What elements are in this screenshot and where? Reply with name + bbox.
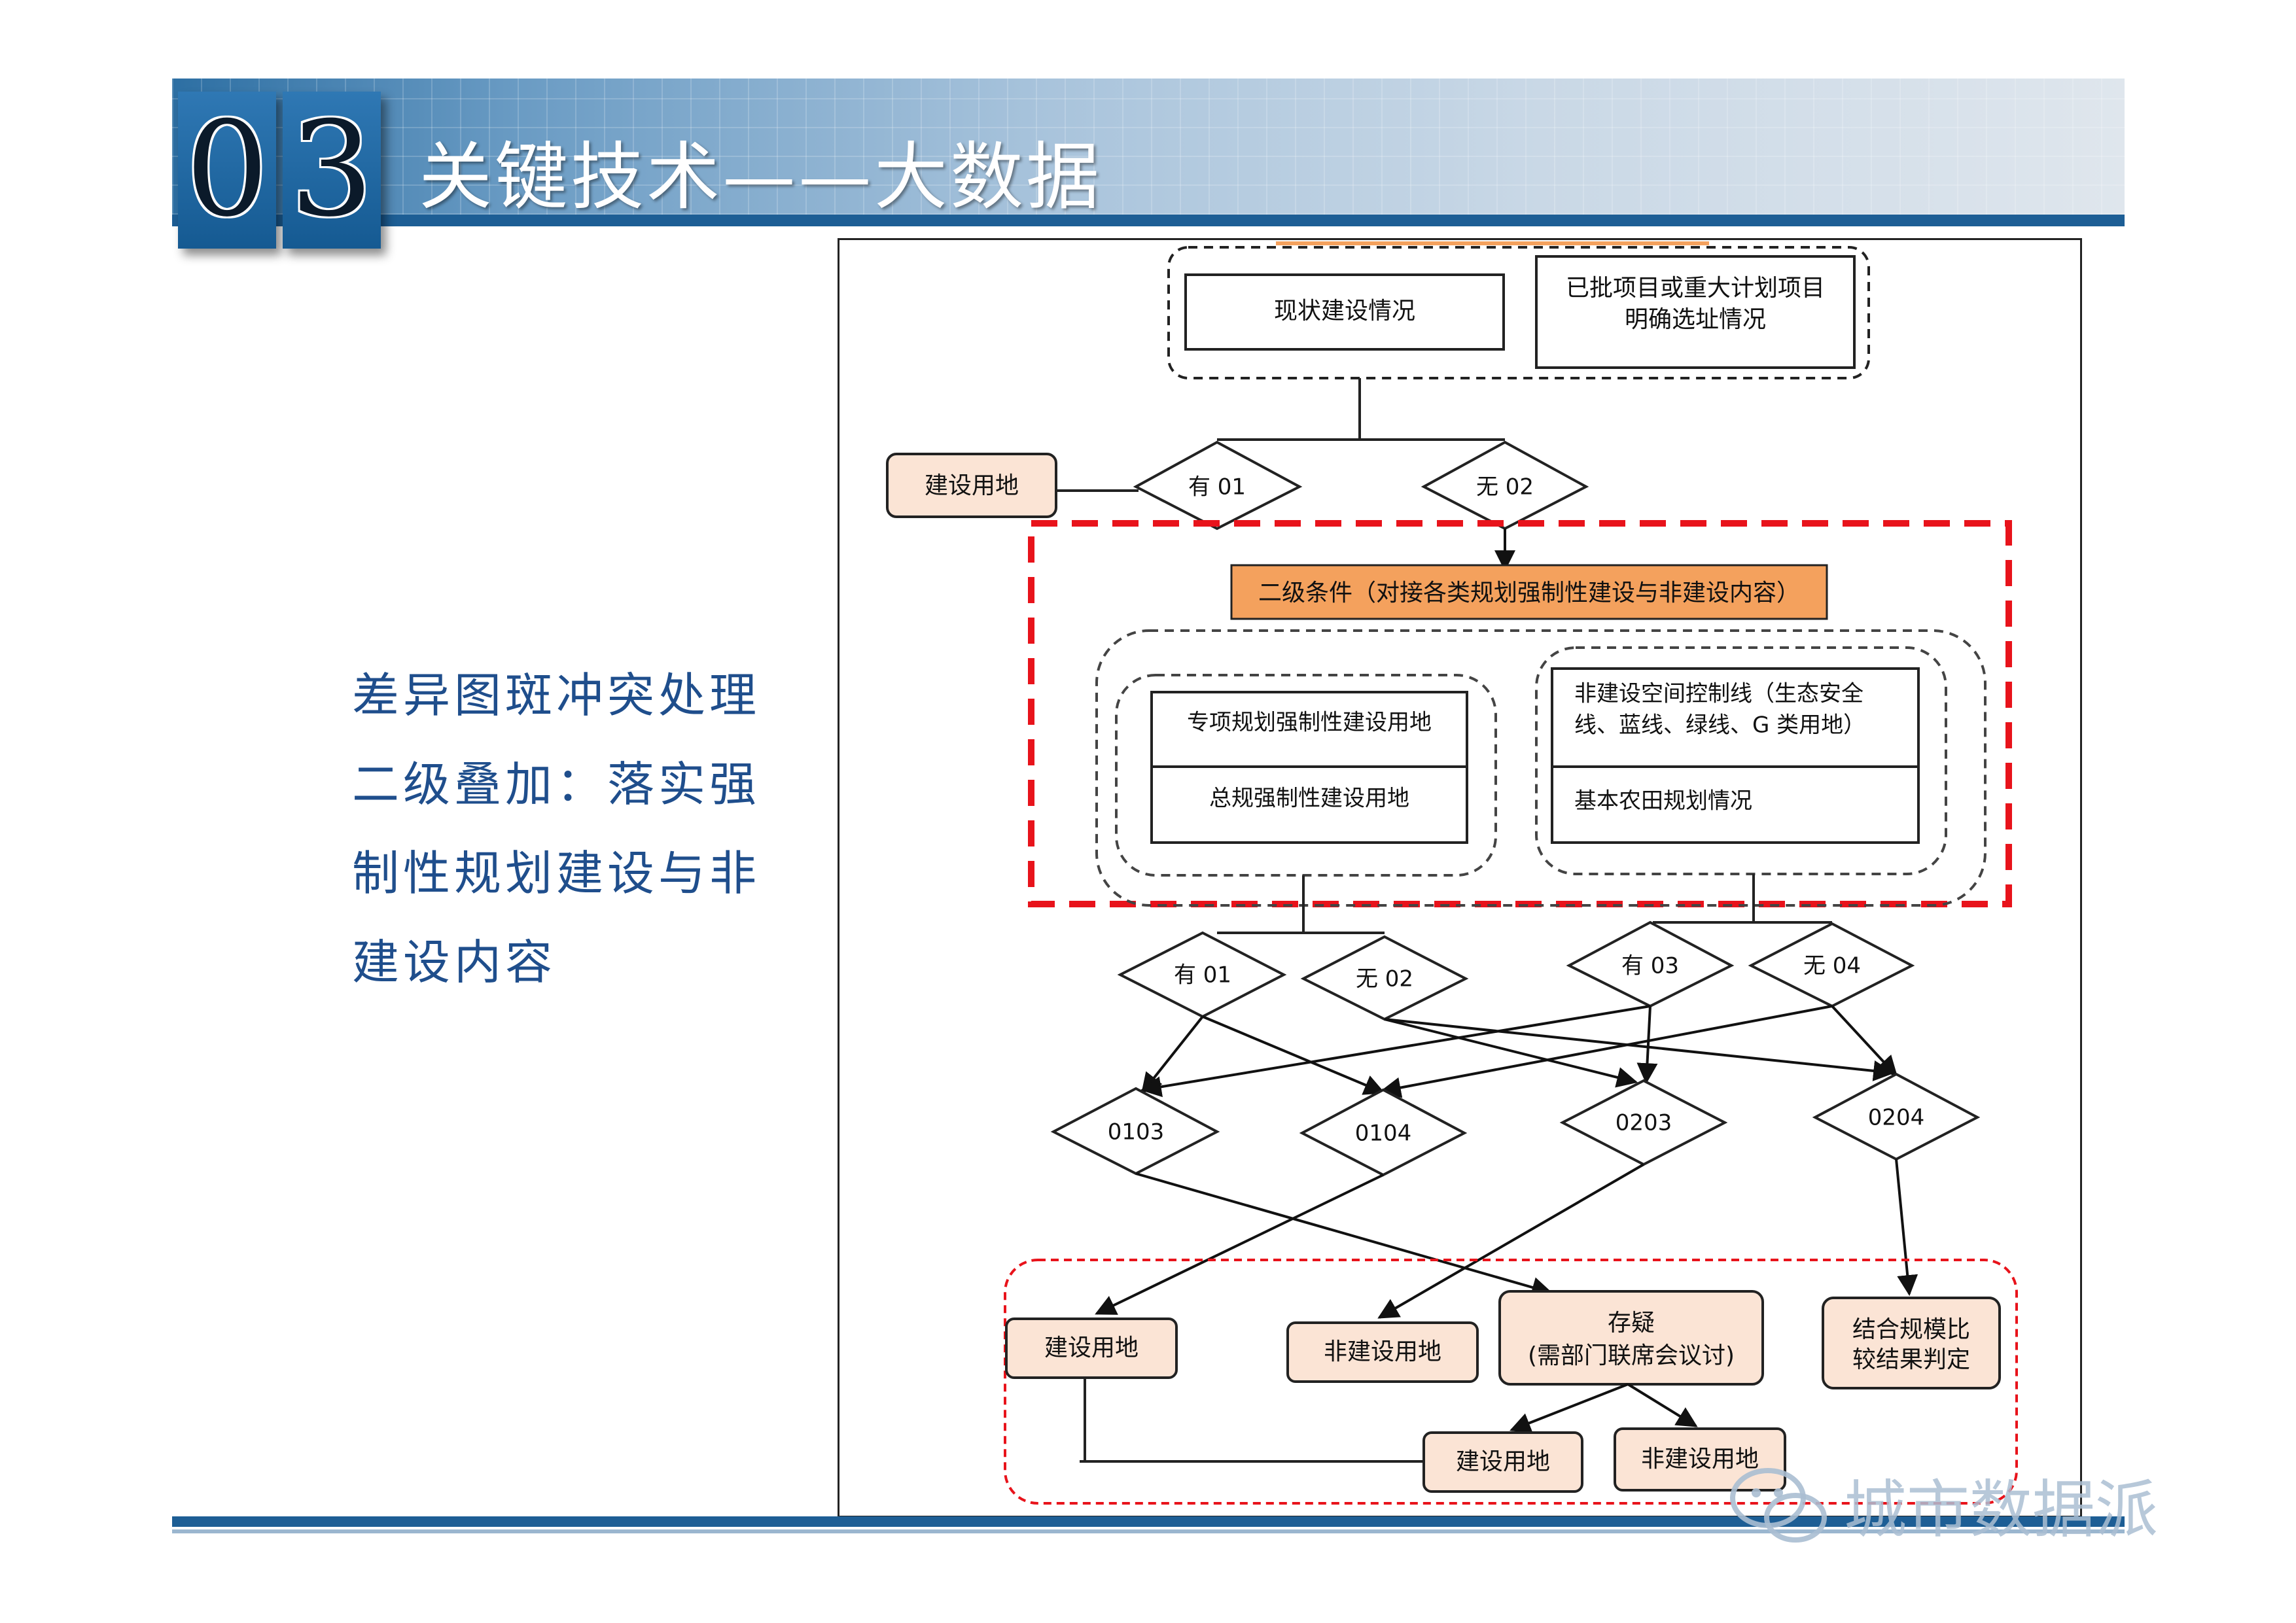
diamond-row2-wu-02-label: 无 02 <box>1356 966 1413 992</box>
bottom-nonbuild-box <box>1614 1427 1786 1492</box>
description-line-2: 二级叠加：落实强 <box>352 757 761 812</box>
right-dashed-group <box>1535 646 1947 875</box>
diamond-you-01 <box>1133 440 1303 531</box>
description-line-4: 建设内容 <box>352 935 557 990</box>
banner-grid-pattern <box>172 79 2125 215</box>
box-left-top-label: 专项规划强制性建设用地 <box>1187 710 1432 736</box>
diamond-row2-you-03-label: 有 03 <box>1621 953 1679 979</box>
arrow-0203-nonbuild <box>1377 1163 1645 1319</box>
diamond-0104-label: 0104 <box>1355 1121 1412 1147</box>
arrow-0104-build <box>1095 1174 1384 1315</box>
section-number-digit-2: 3 <box>283 92 381 249</box>
result-doubt-label-2: (需部门联席会议讨) <box>1528 1342 1735 1369</box>
result-nonbuild-label: 非建设用地 <box>1324 1338 1441 1365</box>
arrow-0204-compare <box>1895 1159 1918 1297</box>
result-build-label: 建设用地 <box>1044 1335 1139 1361</box>
diamond-0203-label: 0203 <box>1616 1110 1672 1136</box>
bottom-build-label: 建设用地 <box>1456 1448 1550 1475</box>
description-line-3: 制性规划建设与非 <box>352 846 761 901</box>
result-nonbuild-box <box>1286 1321 1479 1383</box>
result-compare-box <box>1822 1297 2001 1389</box>
arrow-doubt-build <box>1510 1383 1629 1433</box>
box-left-bottom-label: 总规强制性建设用地 <box>1209 786 1409 812</box>
result-compare-label-1: 结合规模比 <box>1852 1316 1970 1343</box>
box-approved-projects-line1: 已批项目或重大计划项目 <box>1566 275 1825 302</box>
top-dashed-group <box>1167 246 1870 379</box>
result-doubt-box <box>1498 1290 1764 1386</box>
result-doubt-label-1: 存疑 <box>1608 1310 1655 1336</box>
box-land-build-top-label: 建设用地 <box>925 472 1019 499</box>
box-current-construction <box>1184 273 1505 351</box>
outer-dashed-group <box>1095 629 1987 907</box>
arrow-you03-0103 <box>1140 1005 1651 1098</box>
diamond-row2-wu-04-label: 无 04 <box>1803 953 1861 979</box>
footer-bar-light <box>172 1529 2125 1533</box>
watermark: 城市数据派 <box>1727 1459 2238 1550</box>
box-approved-projects-line2: 明确选址情况 <box>1625 306 1766 333</box>
box-right-bottom-label: 基本农田规划情况 <box>1574 788 1752 814</box>
bottom-nonbuild-label: 非建设用地 <box>1641 1446 1759 1473</box>
wechat-icon <box>1730 1468 1827 1543</box>
box-secondary-condition-label: 二级条件（对接各类规划强制性建设与非建设内容） <box>1258 580 1800 606</box>
arrow-wu04-0204 <box>1831 1005 1898 1077</box>
description-line-1: 差异图斑冲突处理 <box>352 668 761 723</box>
arrow-you03-0203 <box>1636 1005 1658 1085</box>
arrow-you01-0104 <box>1202 1015 1385 1095</box>
diamond-wu-02-label: 无 02 <box>1476 474 1534 500</box>
box-land-build-top <box>886 453 1057 518</box>
watermark-text: 城市数据派 <box>1844 1473 2158 1546</box>
box-current-construction-label: 现状建设情况 <box>1274 298 1415 324</box>
diamond-0103-label: 0103 <box>1108 1119 1165 1145</box>
page-title: 关键技术——大数据 <box>419 135 1102 220</box>
result-compare-label-2: 较结果判定 <box>1852 1346 1970 1373</box>
box-right-top-label-2: 线、蓝线、绿线、G 类用地） <box>1574 712 1865 739</box>
arrow-wu02-0204 <box>1384 1018 1895 1081</box>
arrow-wu02-0203 <box>1384 1018 1638 1088</box>
header-underline <box>172 215 2125 226</box>
left-dashed-group <box>1115 674 1497 877</box>
box-right-nonbuild <box>1551 667 1920 844</box>
diamond-row2-you-01-label: 有 01 <box>1174 962 1231 988</box>
diamond-0204-label: 0204 <box>1868 1105 1925 1131</box>
diamond-you-01-label: 有 01 <box>1188 474 1246 500</box>
bottom-build-box <box>1422 1431 1583 1493</box>
result-build-box <box>1005 1318 1178 1379</box>
section-number-digit-1: 0 <box>178 92 276 249</box>
footer-bar <box>172 1516 2125 1527</box>
arrow-wu04-0104 <box>1379 1005 1833 1098</box>
results-dashed-region <box>1004 1259 2018 1505</box>
arrow-0103-doubt <box>1135 1172 1553 1298</box>
box-approved-projects <box>1535 255 1856 369</box>
box-right-top-label-1: 非建设空间控制线（生态安全 <box>1574 681 1863 707</box>
arrow-doubt-nonbuild <box>1627 1383 1698 1427</box>
box-secondary-condition <box>1230 564 1828 620</box>
header-banner <box>172 79 2125 215</box>
